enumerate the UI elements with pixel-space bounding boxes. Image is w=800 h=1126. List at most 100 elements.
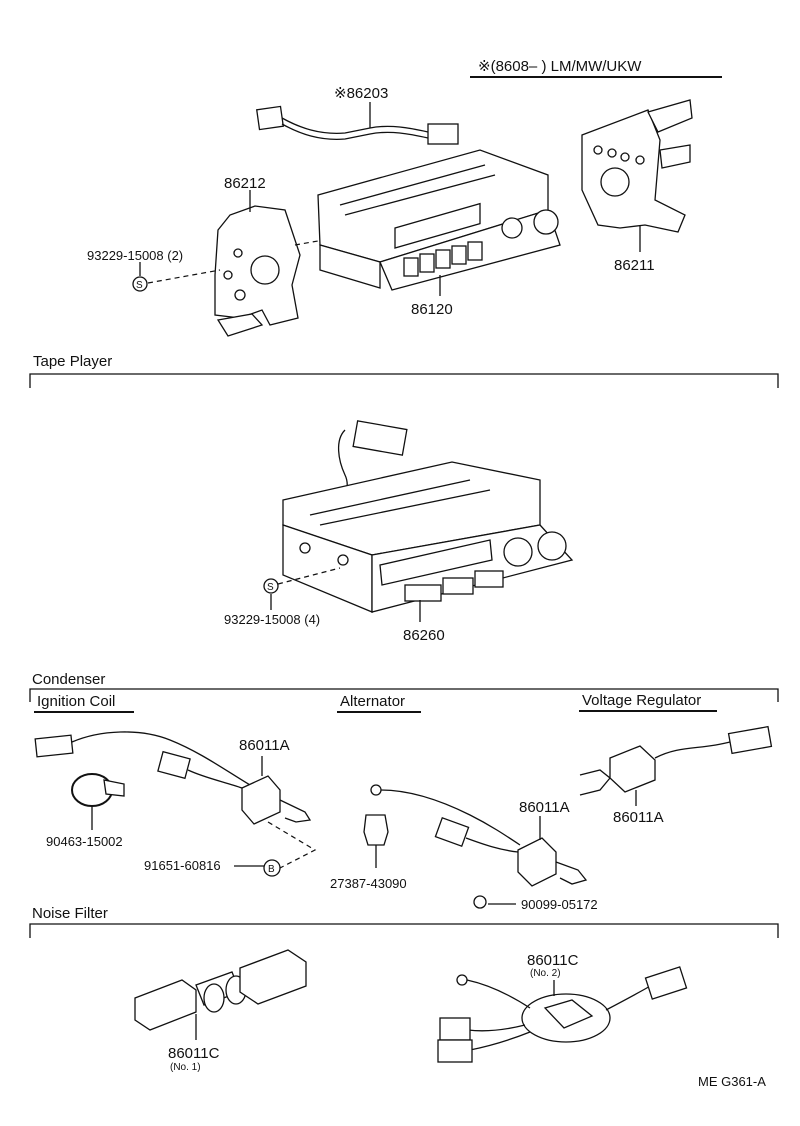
reg-tab (579, 769, 611, 796)
right-bracket-86211 (581, 99, 693, 252)
bracket-hole (223, 270, 233, 280)
tape-knob-left (503, 537, 533, 567)
tape-slot (379, 539, 493, 586)
plug-27387-43090 (363, 814, 389, 868)
tape-button (474, 570, 504, 588)
radio-unit-86120 (317, 149, 561, 296)
radio-top-groove (339, 164, 486, 206)
section-title-tape-player: Tape Player (33, 353, 112, 370)
filter2-connector-right (644, 966, 688, 1000)
filter2-wire-c (467, 1024, 526, 1032)
alt-condenser-tab (555, 861, 588, 885)
label-93229-15008-2: 93229-15008 (2) (87, 248, 183, 263)
label-no1: (No. 1) (170, 1062, 201, 1073)
filter1-connector-right (239, 949, 307, 1005)
filter2-core (543, 999, 594, 1029)
bracket-tab (659, 144, 691, 169)
bracket-tab (647, 99, 693, 133)
noise-filter-no1 (134, 949, 307, 1040)
header-note-text: ※(8608– ) LM/MW/UKW (478, 58, 642, 75)
radio-side (319, 244, 381, 289)
tape-connector (352, 420, 408, 456)
bracket-hole (233, 248, 243, 258)
radio-preset-button (403, 257, 419, 277)
label-91651-60816: 91651-60816 (144, 858, 221, 873)
group-title-alternator: Alternator (340, 693, 405, 710)
noise-filter-no2 (437, 966, 688, 1063)
label-86212: 86212 (224, 175, 266, 192)
harness-connector-left (255, 105, 285, 131)
footer-code: ME G361-A (698, 1074, 766, 1089)
label-86011a-regulator: 86011A (613, 809, 664, 826)
screw-dash-tape (277, 567, 341, 585)
label-86011c-no2: 86011C (527, 952, 579, 969)
bracket-tab (216, 313, 264, 337)
screw-dash-radio (147, 269, 221, 284)
nut-90099 (473, 895, 487, 909)
bracket-hole (635, 155, 645, 165)
bolt-symbol-text: B (268, 864, 275, 875)
ignition-plug (157, 750, 191, 780)
bolt-dash (267, 821, 317, 869)
filter2-connector-left-top (439, 1017, 471, 1041)
bolt-symbol (263, 859, 281, 877)
bracket-hole-large (600, 167, 630, 197)
bracket-hole-large (250, 255, 280, 285)
left-bracket-plate (214, 205, 301, 326)
tape-button (404, 584, 442, 602)
tape-screw-hole (299, 542, 311, 554)
group-title-ignition-coil: Ignition Coil (37, 693, 115, 710)
label-90099-05172: 90099-05172 (521, 897, 598, 912)
alt-condenser-body (517, 837, 557, 887)
ignition-connector (34, 734, 74, 758)
label-86260: 86260 (403, 627, 445, 644)
alt-plug-body (363, 814, 389, 846)
radio-knob-left (501, 217, 523, 239)
radio-preset-button (451, 245, 467, 265)
label-86011c-no1: 86011C (168, 1045, 220, 1062)
label-27387-43090: 27387-43090 (330, 876, 407, 891)
bracket-hole (620, 152, 630, 162)
label-86120: 86120 (411, 301, 453, 318)
bracket-hole (593, 145, 603, 155)
label-86211: 86211 (614, 257, 655, 274)
clamp-screw (103, 779, 125, 797)
harness-wire-b (281, 123, 429, 140)
radio-preset-button (435, 249, 451, 269)
harness-connector-right (427, 123, 459, 145)
reg-wire (654, 741, 731, 759)
label-no2: (No. 2) (530, 968, 561, 979)
group-title-voltage-regulator: Voltage Regulator (582, 692, 701, 709)
screw-symbol-radio-text: S (136, 280, 143, 291)
radio-top-groove (344, 174, 496, 216)
label-93229-15008-4: 93229-15008 (4) (224, 612, 320, 627)
regulator-condenser-86011a (579, 725, 773, 806)
ignition-condenser-tab (279, 799, 312, 823)
section-bracket-condenser (29, 688, 779, 702)
filter2-wire-d (469, 1031, 531, 1051)
alt-plug-wire (465, 837, 519, 853)
right-bracket-plate (581, 109, 686, 233)
section-bracket-tape-player (29, 373, 779, 388)
alternator-condenser-86011a (370, 784, 588, 887)
tape-screw-hole (337, 554, 349, 566)
radio-knob-right (533, 209, 559, 235)
bracket-hole (234, 289, 246, 301)
clamp-90463-15002 (71, 773, 125, 830)
reg-connector (727, 725, 773, 755)
alt-wire (380, 789, 521, 846)
bracket-hole (607, 148, 617, 158)
tape-top-groove (309, 479, 471, 516)
ignition-wire (71, 731, 251, 786)
section-title-condenser: Condenser (32, 671, 105, 688)
filter2-wire-b (605, 984, 653, 1011)
alt-ring-terminal (370, 784, 382, 796)
filter2-wire-a (466, 979, 531, 1009)
ignition-condenser-body (241, 775, 281, 825)
label-86203: ※86203 (334, 85, 388, 102)
tape-top-groove (319, 489, 491, 526)
tape-player-86260 (282, 420, 574, 622)
label-90463-15002: 90463-15002 (46, 834, 123, 849)
